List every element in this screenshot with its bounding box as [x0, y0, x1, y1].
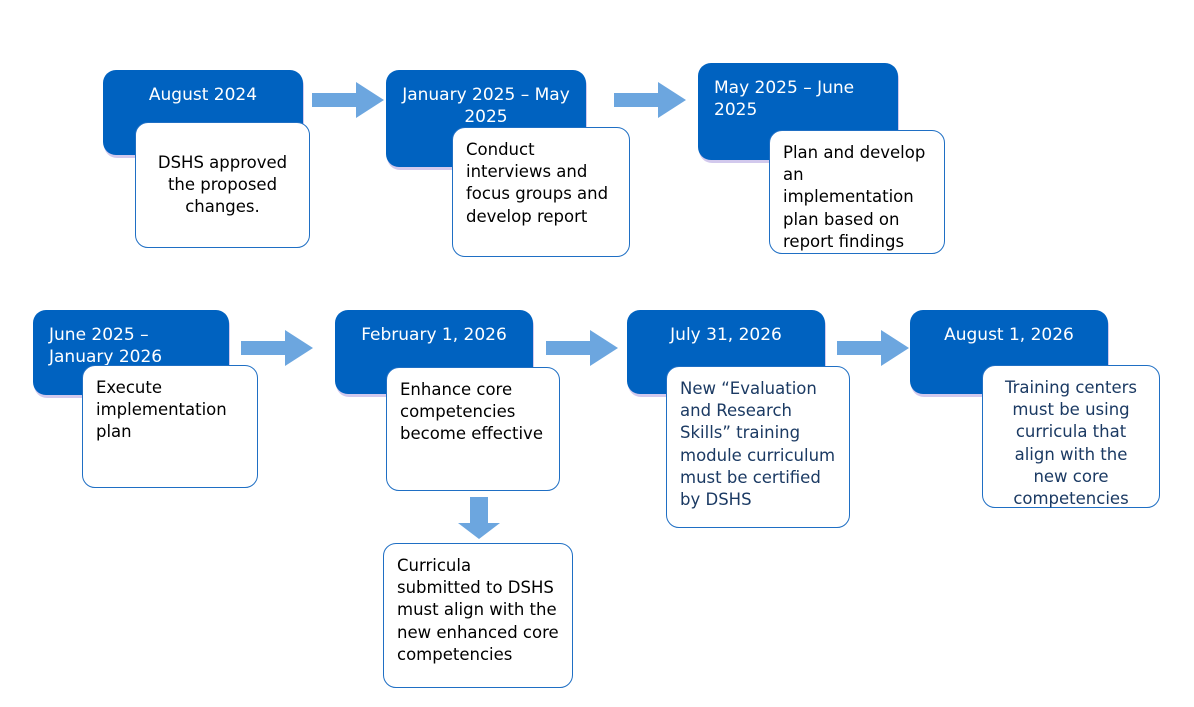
- step-7-description-text: Training centers must be using curricula…: [1004, 378, 1138, 508]
- arrow-right-icon-step4-step5: [241, 330, 313, 366]
- step-4-date-label: June 2025 – January 2026: [49, 325, 163, 368]
- step-2-description-card[interactable]: Conduct interviews and focus groups and …: [452, 127, 630, 257]
- step-7-date-label: August 1, 2026: [944, 325, 1074, 345]
- step-5-date-label: February 1, 2026: [361, 325, 507, 345]
- step-5-description-card[interactable]: Enhance core competencies become effecti…: [386, 367, 560, 491]
- arrow-right-icon-step6-step7: [837, 330, 909, 366]
- step-5-branch-description-text: Curricula submitted to DSHS must align w…: [397, 556, 559, 664]
- arrow-right-icon-step5-step6: [546, 330, 618, 366]
- step-2-description-text: Conduct interviews and focus groups and …: [466, 140, 609, 226]
- step-5-description-text: Enhance core competencies become effecti…: [400, 380, 543, 444]
- step-1-description-card[interactable]: DSHS approved the proposed changes.: [135, 122, 310, 248]
- step-3-date-label: May 2025 – June 2025: [714, 78, 855, 121]
- step-6-date-label: July 31, 2026: [670, 325, 782, 345]
- step-4-description-text: Execute implementation plan: [96, 378, 227, 442]
- step-4-description-card[interactable]: Execute implementation plan: [82, 365, 258, 488]
- step-3-description-card[interactable]: Plan and develop an implementation plan …: [769, 130, 945, 254]
- step-2-date-label: January 2025 – May 2025: [402, 85, 570, 128]
- step-7-description-card[interactable]: Training centers must be using curricula…: [982, 365, 1160, 508]
- arrow-right-icon-step1-step2: [312, 82, 384, 118]
- step-1-date-label: August 2024: [148, 85, 258, 105]
- step-1-description-text: DSHS approved the proposed changes.: [157, 152, 288, 217]
- step-3-description-text: Plan and develop an implementation plan …: [783, 143, 926, 251]
- arrow-right-icon-step2-step3: [614, 82, 686, 118]
- arrow-down-icon-step5-branch: [458, 497, 500, 539]
- step-5-branch-description-card[interactable]: Curricula submitted to DSHS must align w…: [383, 543, 573, 688]
- step-6-description-text: New “Evaluation and Research Skills” tra…: [680, 379, 836, 509]
- step-6-description-card[interactable]: New “Evaluation and Research Skills” tra…: [666, 366, 850, 528]
